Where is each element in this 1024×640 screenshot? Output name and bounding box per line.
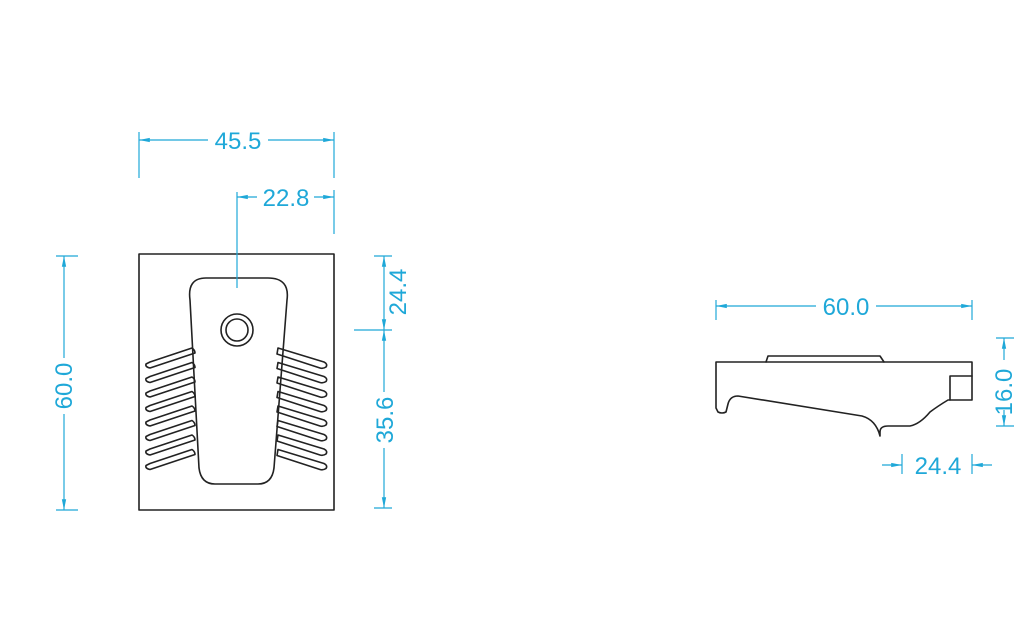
foot-grip-right — [276, 347, 328, 471]
grip-ridge — [145, 361, 196, 384]
grip-ridge — [276, 448, 328, 471]
grip-ridge — [145, 448, 196, 471]
grip-ridge — [145, 390, 196, 413]
grip-ridge — [276, 390, 328, 413]
grip-ridge — [276, 361, 328, 384]
dimension-length-label: 60.0 — [51, 363, 78, 410]
dimension-width: 45.5 — [138, 128, 335, 178]
side-dimension-length: 60.0 — [715, 294, 973, 321]
side-dimension-length-label: 60.0 — [823, 294, 870, 321]
grip-ridge — [145, 347, 196, 369]
side-profile — [715, 361, 973, 437]
foot-grip-left — [145, 347, 196, 471]
drain-hole-inner — [225, 318, 249, 342]
side-dimension-outlet-depth: 24.4 — [882, 453, 992, 480]
dimension-drain-to-bottom-label: 35.6 — [372, 397, 399, 444]
side-rim-raised — [765, 355, 885, 363]
grip-ridge — [276, 434, 328, 457]
side-dimension-outlet-height: 16.0 — [991, 337, 1018, 427]
grip-ridge — [276, 376, 328, 399]
grip-ridge — [276, 347, 328, 370]
bowl-outline — [188, 277, 289, 485]
dimension-drain-position: 24.4 35.6 — [354, 255, 412, 509]
dimension-drain-offset-label: 22.8 — [263, 185, 310, 212]
dimension-drain-offset: 22.8 — [236, 185, 335, 288]
top-view: 45.5 22.8 60.0 24.4 35.6 — [51, 128, 412, 511]
drain-hole-outer — [220, 313, 254, 347]
grip-ridge — [145, 434, 196, 456]
grip-ridge — [145, 419, 196, 442]
grip-ridge — [145, 405, 196, 427]
side-outlet-box — [949, 375, 973, 401]
dimension-width-label: 45.5 — [215, 128, 262, 155]
side-view: 60.0 16.0 24.4 — [715, 294, 1018, 480]
pan-outline — [138, 253, 335, 511]
dimension-drain-to-top-label: 24.4 — [385, 269, 412, 316]
side-dimension-outlet-depth-label: 24.4 — [915, 453, 962, 480]
side-dimension-outlet-height-label: 16.0 — [991, 369, 1018, 416]
grip-ridge — [145, 376, 196, 398]
dimension-length: 60.0 — [51, 255, 78, 511]
grip-ridge — [276, 405, 328, 428]
grip-ridge — [276, 419, 328, 442]
